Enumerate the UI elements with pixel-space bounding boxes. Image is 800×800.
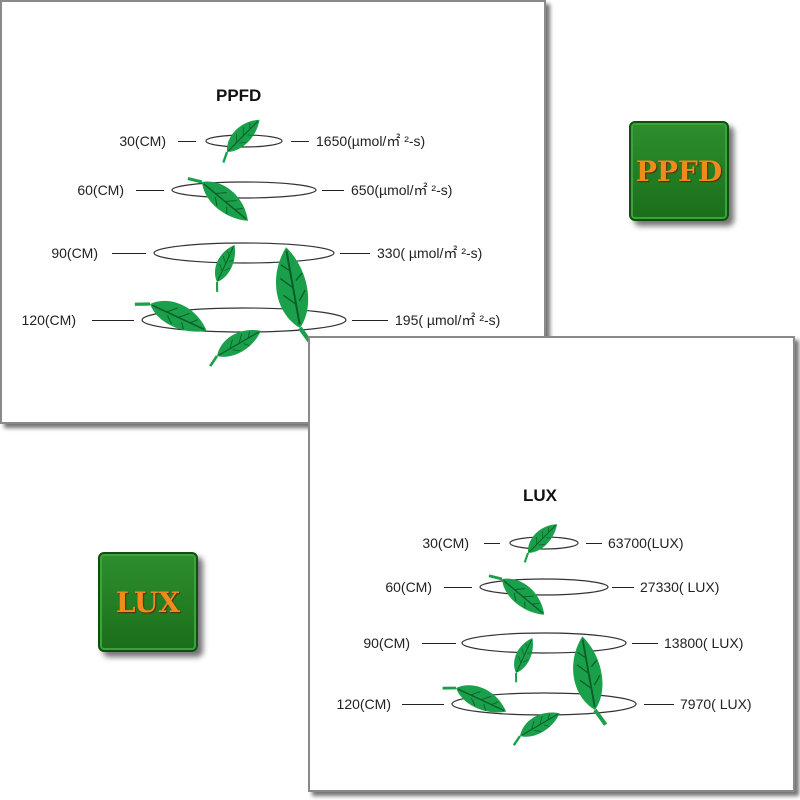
- leader-line: [484, 543, 500, 544]
- ppfd-diagram: [132, 112, 347, 368]
- ppfd-distance-label: 60(CM): [77, 182, 124, 198]
- ppfd-badge-label: PPFD: [635, 154, 723, 188]
- ppfd-title: PPFD: [216, 86, 262, 105]
- leaf-icon: [200, 322, 267, 368]
- leaf-icon: [132, 282, 214, 345]
- leader-line: [340, 253, 370, 254]
- leader-line: [112, 253, 146, 254]
- ppfd-distance-label: 120(CM): [21, 312, 76, 328]
- ppfd-distance-label: 30(CM): [119, 133, 166, 149]
- lux-title: LUX: [523, 486, 557, 505]
- leader-line: [402, 704, 444, 705]
- leader-line: [632, 643, 658, 644]
- leader-line: [136, 190, 164, 191]
- leaf-icon: [211, 112, 268, 164]
- leader-line: [291, 141, 309, 142]
- ppfd-distance-label: 90(CM): [51, 245, 98, 261]
- lux-value-label: 63700(LUX): [608, 535, 684, 551]
- ppfd-panel: PPFD 30(CM) 1650(µmol/㎡ ²-s) 60(CM) 650(…: [0, 0, 546, 424]
- lux-distance-label: 90(CM): [363, 635, 410, 651]
- leader-line: [586, 543, 602, 544]
- lux-value-label: 13800( LUX): [664, 635, 744, 651]
- ppfd-value-label: 650(µmol/㎡ ²-s): [351, 182, 453, 198]
- lux-distance-label: 60(CM): [385, 579, 432, 595]
- ring-90cm: [153, 242, 335, 264]
- lux-value-label: 7970( LUX): [680, 696, 752, 712]
- ppfd-value-label: 330( µmol/㎡ ²-s): [377, 245, 483, 261]
- leaf-icon: [505, 705, 566, 747]
- leader-line: [612, 587, 634, 588]
- leader-line: [444, 587, 472, 588]
- lux-value-label: 27330( LUX): [640, 579, 720, 595]
- leader-line: [92, 320, 134, 321]
- leader-line: [178, 141, 196, 142]
- ring-60cm: [479, 578, 609, 596]
- ring-90cm: [461, 632, 627, 654]
- ring-60cm: [171, 181, 317, 199]
- lux-panel: LUX 30(CM) 63700(LUX) 60(CM) 27330( LUX)…: [308, 336, 795, 792]
- leaf-icon: [202, 240, 244, 294]
- lux-diagram: [440, 517, 637, 747]
- ppfd-value-label: 195( µmol/㎡ ²-s): [395, 312, 501, 328]
- leader-line: [322, 190, 344, 191]
- lux-distance-label: 30(CM): [422, 535, 469, 551]
- leaf-icon: [502, 633, 541, 684]
- ppfd-value-label: 1650(µmol/㎡ ²-s): [316, 133, 426, 149]
- ppfd-badge: PPFD: [629, 121, 729, 221]
- lux-distance-label: 120(CM): [336, 696, 391, 712]
- lux-badge: LUX: [98, 552, 198, 652]
- lux-badge-label: LUX: [115, 585, 181, 619]
- leader-line: [422, 643, 456, 644]
- leader-line: [352, 320, 388, 321]
- leaf-icon: [513, 517, 564, 564]
- leader-line: [644, 704, 674, 705]
